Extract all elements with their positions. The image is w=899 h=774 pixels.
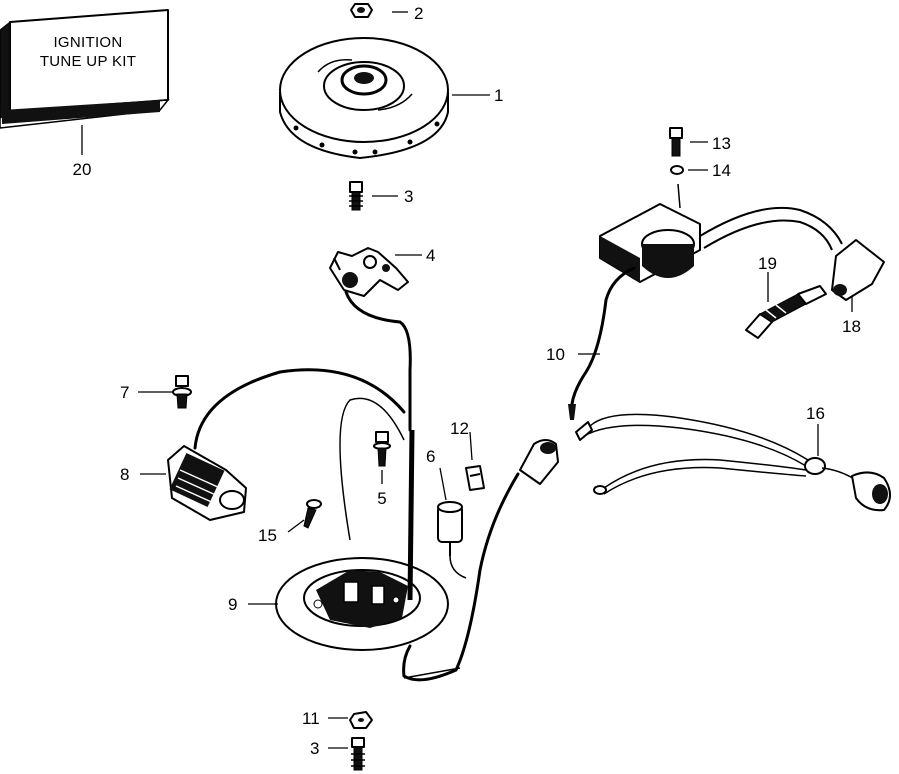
callout-3-top: 3 [404, 187, 413, 206]
harness-connector [519, 439, 559, 485]
callout-19: 19 [758, 254, 777, 273]
kit-label-line1: IGNITION [53, 34, 122, 51]
breaker-points [329, 247, 409, 297]
kit-label-line2: TUNE UP KIT [40, 53, 136, 70]
callout-20: 20 [73, 160, 92, 179]
screw-top [349, 181, 363, 211]
callout-5: 5 [377, 489, 386, 508]
tune-up-kit-box: IGNITION TUNE UP KIT [0, 9, 170, 129]
callout-8: 8 [120, 465, 129, 484]
callout-3-bottom: 3 [310, 739, 319, 758]
callout-12: 12 [450, 419, 469, 438]
callout-18: 18 [842, 317, 861, 336]
condenser [437, 501, 463, 556]
bottom-nut [349, 711, 373, 729]
flywheel-nut [350, 3, 373, 18]
stator-plate [275, 429, 449, 651]
callout-14: 14 [712, 161, 731, 180]
callout-2: 2 [414, 4, 423, 23]
coil-screw [172, 375, 192, 409]
charge-coil [167, 445, 247, 521]
callout-6: 6 [426, 447, 435, 466]
plate-screw [303, 499, 322, 529]
callout-16: 16 [806, 404, 825, 423]
spark-plug-boot [831, 239, 885, 301]
callout-13: 13 [712, 134, 731, 153]
flywheel [279, 37, 449, 159]
callout-1: 1 [494, 86, 503, 105]
coil-washer [670, 165, 684, 175]
callout-9: 9 [228, 595, 237, 614]
callout-7: 7 [120, 383, 129, 402]
stator-screw [373, 431, 391, 467]
ignition-coil [599, 183, 701, 283]
callout-11: 11 [302, 709, 320, 728]
spark-plug [745, 285, 827, 339]
callout-15: 15 [258, 526, 277, 545]
wire-clip [465, 465, 485, 491]
callout-10: 10 [546, 345, 565, 364]
stop-switch-harness [575, 413, 891, 512]
callout-4: 4 [426, 246, 435, 265]
coil-mount-screw [669, 127, 683, 157]
screw-bottom [351, 737, 365, 771]
